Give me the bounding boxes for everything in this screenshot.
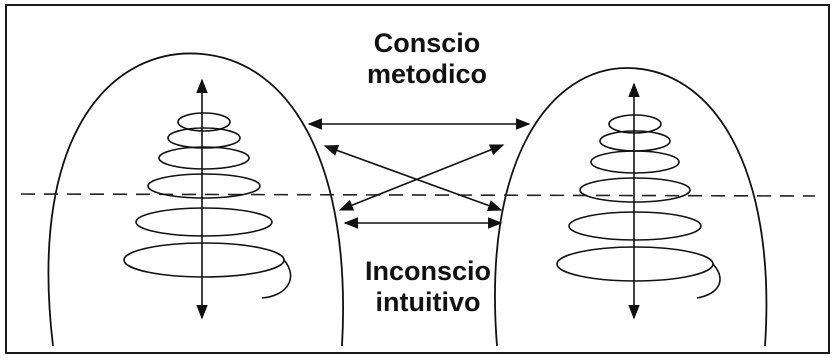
unconscious-intuitive-label: Inconscio intuitivo: [345, 256, 511, 318]
cross-arrow-ascending: [338, 144, 505, 211]
two-spirals-diagram: [20, 52, 816, 347]
right-spiral: [556, 114, 721, 299]
left-dome-outline: [47, 52, 344, 347]
dashed-horizon-line: [20, 193, 816, 197]
unconscious-label-line-1: Inconscio: [364, 256, 492, 286]
conscious-label-line-1: Conscio: [373, 28, 481, 58]
right-dome-outline: [494, 67, 768, 347]
unconscious-label-line-2: intuitivo: [375, 287, 481, 318]
diagram-frame: Conscio metodico Inconscio intuitivo: [5, 4, 830, 354]
left-spiral: [123, 112, 292, 299]
conscious-label-line-2: metodico: [366, 59, 487, 90]
conscious-methodical-label: Conscio metodico: [347, 28, 507, 90]
